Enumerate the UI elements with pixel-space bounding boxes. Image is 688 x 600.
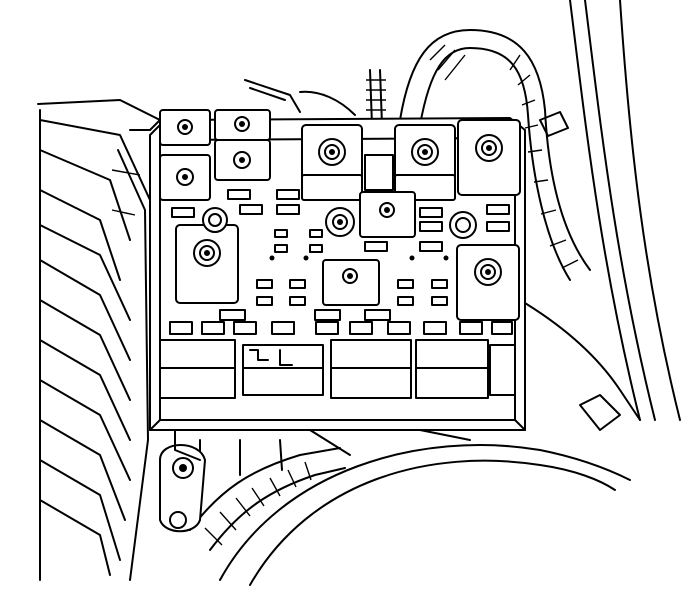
lower-harness	[189, 447, 346, 551]
maxi-fuse-row	[169, 321, 513, 335]
right-fender-lines	[519, 0, 681, 431]
lower-arc-structure	[199, 439, 631, 586]
top-wires	[244, 69, 386, 126]
ground-eyelet-terminal	[159, 444, 206, 533]
mini-fuse-slots	[171, 189, 510, 321]
bottom-connectors	[159, 339, 516, 399]
stud-nuts	[202, 207, 477, 239]
box-lower-bracket	[174, 429, 471, 461]
mini-relay-top-left	[159, 109, 271, 201]
left-fender-structure	[37, 99, 161, 581]
relay-middle	[175, 191, 520, 321]
relay-top-row	[301, 119, 521, 201]
wiring-harness-right	[399, 29, 591, 281]
